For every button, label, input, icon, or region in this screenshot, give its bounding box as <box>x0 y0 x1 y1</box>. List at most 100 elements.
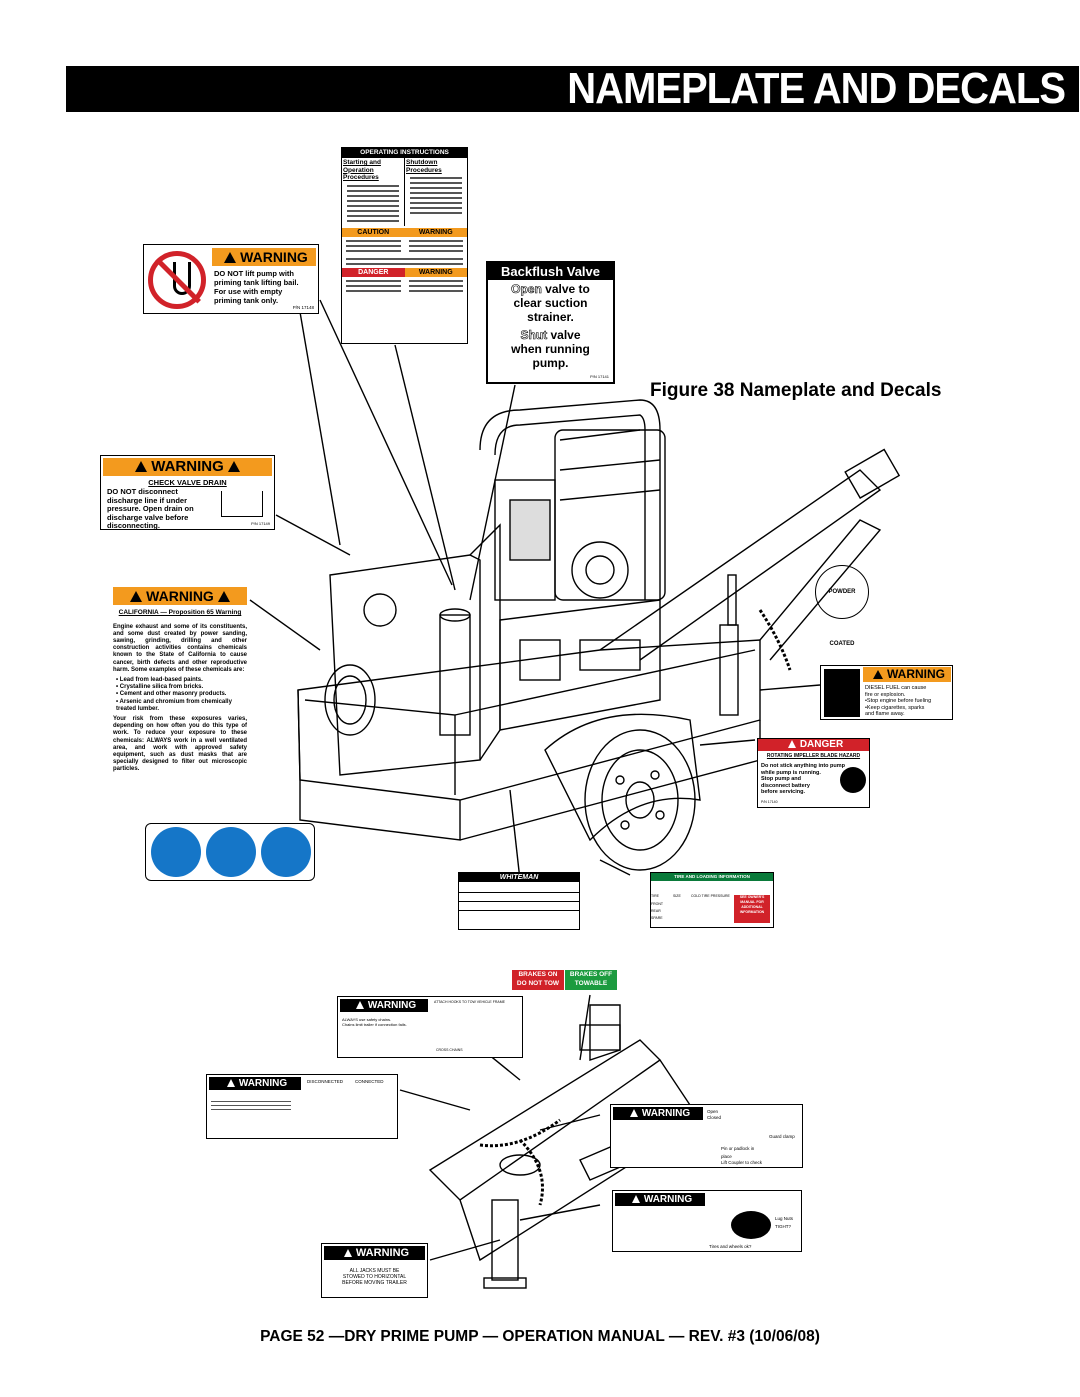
alert-triangle-icon <box>873 670 883 679</box>
fuel-l1: DIESEL FUEL can cause <box>865 685 927 691</box>
backflush-l3: strainer. <box>527 310 574 324</box>
chains-cross: CROSS CHAINS <box>436 1047 463 1052</box>
operating-caution: CAUTION <box>342 227 405 237</box>
alert-triangle-icon <box>217 591 230 602</box>
ppe-decal <box>145 823 315 881</box>
coupler-lift: Lift Coupler to check <box>721 1160 763 1165</box>
fuel-banner: WARNING <box>863 667 951 682</box>
coupler-banner-text: WARNING <box>641 1108 691 1119</box>
fire-explosion-icon <box>824 669 860 717</box>
jacks-banner: WARNING <box>324 1246 425 1260</box>
tire-title: TIRE AND LOADING INFORMATION <box>651 873 773 881</box>
tire-col-pressure: COLD TIRE PRESSURE <box>691 894 730 898</box>
alert-triangle-icon <box>226 1079 235 1087</box>
impeller-l1: Do not stick anything into pump <box>761 763 846 769</box>
check-valve-title: CHECK VALVE DRAIN <box>148 478 227 487</box>
lights-disconnected: DISCONNECTED <box>307 1079 344 1084</box>
diesel-fuel-decal: WARNING DIESEL FUEL can cause fire or ex… <box>820 665 953 720</box>
chains-header: ATTACH HOOKS TO TOW VEHICLE FRAME <box>434 1000 505 1004</box>
tire-col-tire: TIRE <box>651 894 659 898</box>
alert-triangle-icon <box>343 1249 352 1257</box>
gloves-icon <box>261 827 311 877</box>
jacks-banner-text: WARNING <box>355 1247 410 1259</box>
operating-instructions-decal: OPERATING INSTRUCTIONS Starting and Oper… <box>341 147 468 344</box>
prop65-banner: WARNING <box>113 587 247 605</box>
impeller-l4: disconnect battery <box>761 782 810 789</box>
impeller-hazard-icon <box>840 767 866 793</box>
coupler-closed: Closed <box>707 1115 722 1120</box>
chains-l1: ALWAYS use safety chains. <box>342 1017 392 1022</box>
lights-banner-text: WARNING <box>238 1078 288 1089</box>
page-footer: PAGE 52 —DRY PRIME PUMP — OPERATION MANU… <box>260 1328 820 1345</box>
backflush-shut-rest: valve <box>550 328 581 342</box>
impeller-l5: before servicing. <box>761 789 806 795</box>
tire-row-rear: REAR <box>651 908 661 913</box>
lights-decal: WARNING DISCONNECTED CONNECTED <box>206 1074 398 1139</box>
coupler-decal: WARNING Open Closed Guard clamp Pin or p… <box>610 1104 803 1168</box>
check-l2: discharge line if under <box>107 495 188 505</box>
coupler-banner: WARNING <box>613 1107 703 1120</box>
tire-see-manual: SEE OWNER'S MANUAL FOR ADDITIONAL INFORM… <box>734 895 770 923</box>
operating-danger: DANGER <box>342 267 405 277</box>
alert-triangle-icon <box>130 591 143 602</box>
brakes-off-decal: BRAKES OFF TOWABLE <box>565 970 617 990</box>
impeller-l2: while pump is running. <box>761 769 821 776</box>
backflush-open-rest: valve to <box>545 282 590 296</box>
alert-triangle-icon <box>224 252 237 263</box>
wheels-banner-text: WARNING <box>643 1194 693 1205</box>
brakes-off-l1: BRAKES OFF <box>569 971 613 978</box>
backflush-title: Backflush Valve <box>488 263 613 280</box>
fuel-b2: •Keep cigarettes, sparks <box>865 704 925 711</box>
nameplate-brand: WHITEMAN <box>459 873 579 882</box>
lift-line3: For use with empty <box>214 287 283 296</box>
drain-icon <box>221 491 263 517</box>
jacks-decal: WARNING ALL JACKS MUST BE STOWED TO HORI… <box>321 1243 428 1298</box>
coupler-pin: Pin or padlock in place <box>721 1146 755 1159</box>
fuel-b1: •Stop engine before fueling <box>865 698 932 704</box>
operating-col2: Shutdown Procedures <box>406 159 442 174</box>
lift-line4: priming tank only. <box>214 296 279 305</box>
brakes-off-l2: TOWABLE <box>574 980 608 987</box>
eye-ear-protection-icon <box>151 827 201 877</box>
tire-loading-decal: TIRE AND LOADING INFORMATION TIRE SIZE C… <box>650 872 774 928</box>
backflush-shut: Shut <box>520 328 548 343</box>
tire-row-spare: SPARE <box>651 915 663 920</box>
impeller-l3: Stop pump and <box>761 776 802 782</box>
wheels-tires: Tires and wheels ok? <box>709 1244 752 1249</box>
fuel-banner-text: WARNING <box>887 667 945 681</box>
chains-banner: WARNING <box>340 999 428 1012</box>
lift-pn: P/N 17148 <box>292 304 314 310</box>
wheels-banner: WARNING <box>615 1193 705 1206</box>
prop65-title: CALIFORNIA — Proposition 65 Warning <box>118 609 242 616</box>
impeller-banner-text: DANGER <box>799 739 844 750</box>
wheel-icon <box>731 1211 771 1239</box>
safety-boots-icon <box>206 827 256 877</box>
prop65-bullet-3: • Cement and other masonry products. <box>116 691 227 698</box>
impeller-pn: P/N 17140 <box>761 799 778 804</box>
alert-triangle-icon <box>135 461 148 472</box>
coupler-open: Open <box>707 1109 719 1114</box>
no-lift-icon <box>148 251 206 309</box>
lift-banner-text: WARNING <box>240 249 308 265</box>
backflush-valve-decal: Backflush Valve Open valve to clear suct… <box>486 261 615 384</box>
check-l5: disconnecting. <box>107 521 160 530</box>
check-l1: DO NOT disconnect <box>107 487 178 496</box>
impeller-banner: DANGER <box>758 739 869 751</box>
tire-row-front: FRONT <box>651 901 664 906</box>
prop65-banner-text: WARNING <box>146 588 214 604</box>
fuel-b3: and flame away. <box>865 711 905 717</box>
coupler-guard: Guard clamp <box>769 1134 795 1139</box>
jacks-l3: BEFORE MOVING TRAILER <box>342 1280 407 1286</box>
brakes-on-l2: DO NOT TOW <box>516 980 560 987</box>
alert-triangle-icon <box>355 1001 364 1009</box>
chains-l2: Chains limit trailer if connection fails… <box>342 1022 407 1027</box>
jacks-l1: ALL JACKS MUST BE <box>349 1268 400 1274</box>
check-l3: pressure. Open drain on <box>107 504 194 513</box>
backflush-l6: pump. <box>532 356 569 370</box>
backflush-l2: clear suction <box>513 296 588 310</box>
prop65-decal: WARNING CALIFORNIA — Proposition 65 Warn… <box>113 587 247 797</box>
jacks-l2: STOWED TO HORIZONTAL <box>342 1274 407 1280</box>
check-valve-decal: WARNING CHECK VALVE DRAIN DO NOT disconn… <box>100 455 275 530</box>
brakes-on-decal: BRAKES ON DO NOT TOW <box>512 970 564 990</box>
backflush-pn: P/N 17141 <box>590 373 609 379</box>
